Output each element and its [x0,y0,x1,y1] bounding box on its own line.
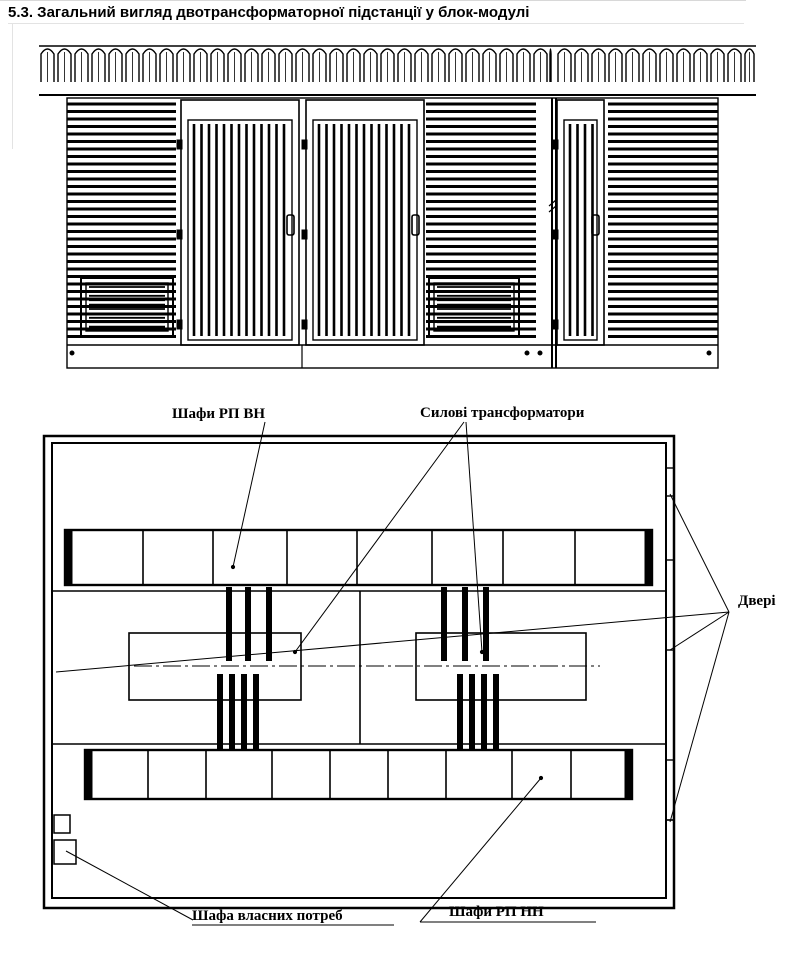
page-top-rule [0,0,746,1]
foundation-strip [67,344,718,368]
section-heading: 5.3. Загальний вигляд двотрансформаторно… [8,4,530,21]
corrugated-roof [39,45,756,90]
hv-switchgear-cabinets [63,528,654,587]
plan-doors [665,467,675,821]
label-doors: Двері [738,593,776,609]
substation-elevation [39,45,756,369]
lv-switchgear-cabinets [83,748,634,801]
own-needs-cabinet [53,814,77,865]
substation-plan [42,421,730,923]
label-transformers: Силові трансформатори [420,405,585,421]
label-rp-nn: Шафи РП НН [449,904,544,920]
power-transformers [128,587,600,750]
plan-outer-wall [42,434,676,910]
leader-lines [55,421,730,923]
margin-rule [12,24,13,149]
label-own-needs: Шафа власних потреб [192,908,343,924]
label-rp-vn: Шафи РП ВН [172,406,265,422]
plan-inner-wall [51,442,667,899]
ventilation-grilles [80,277,520,337]
elevation-doors [176,99,605,346]
heading-rule [8,23,744,24]
